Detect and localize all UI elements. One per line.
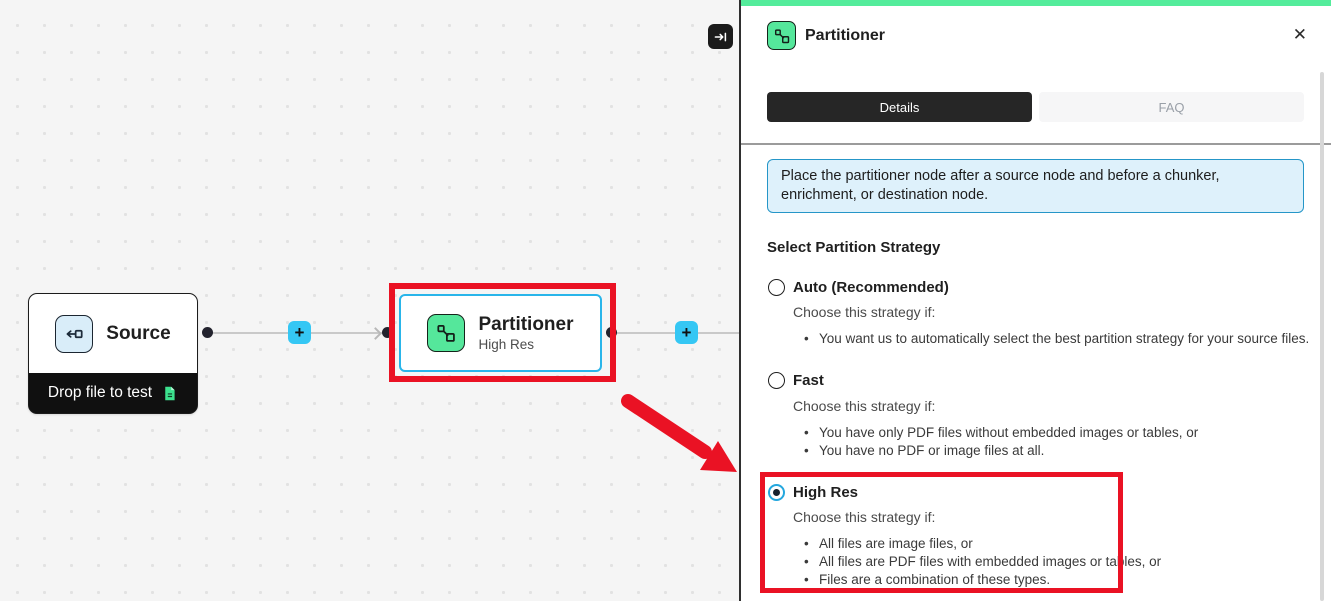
collapse-panel-icon <box>714 32 726 41</box>
partitioner-node[interactable]: Partitioner High Res <box>399 294 602 372</box>
bullet-text: You have only PDF files without embedded… <box>819 425 1199 440</box>
bullet-text: Files are a combination of these types. <box>819 572 1051 587</box>
radio-auto[interactable] <box>768 279 785 296</box>
partitioner-output-handle[interactable] <box>606 327 617 338</box>
bullet-dot: • <box>804 443 809 458</box>
partitioner-icon <box>767 21 796 50</box>
bullet-text: All files are image files, or <box>819 536 973 551</box>
bullet-dot: • <box>804 425 809 440</box>
partitioner-node-title: Partitioner <box>478 314 574 335</box>
option-hint-fast: Choose this strategy if: <box>793 398 936 414</box>
radio-highres[interactable] <box>768 484 785 501</box>
close-icon[interactable]: ✕ <box>1292 25 1307 44</box>
collapse-panel-button[interactable] <box>708 24 733 49</box>
bullet-item: • You have no PDF or image files at all. <box>804 442 1198 460</box>
bullet-dot: • <box>804 536 809 551</box>
edge-arrowhead-icon <box>369 326 382 340</box>
bullet-item: • You want us to automatically select th… <box>804 330 1309 348</box>
option-bullets-highres: • All files are image files, or • All fi… <box>804 535 1161 589</box>
bullet-text: You want us to automatically select the … <box>819 331 1310 346</box>
partitioner-details-panel: Partitioner ✕ Details FAQ Place the part… <box>739 0 1331 601</box>
option-hint-highres: Choose this strategy if: <box>793 509 936 525</box>
option-label-fast[interactable]: Fast <box>793 372 824 389</box>
bullet-text: You have no PDF or image files at all. <box>819 443 1045 458</box>
source-node-title: Source <box>106 322 171 344</box>
option-bullets-auto: • You want us to automatically select th… <box>804 330 1309 348</box>
radio-fast[interactable] <box>768 372 785 389</box>
tab-details[interactable]: Details <box>767 92 1032 122</box>
add-node-button-2[interactable]: + <box>675 321 698 344</box>
document-icon <box>165 386 175 400</box>
drop-file-label: Drop file to test <box>47 384 153 401</box>
bullet-item: • Files are a combination of these types… <box>804 571 1161 589</box>
panel-accent-bar <box>741 0 1331 6</box>
source-input-icon <box>55 314 94 353</box>
bullet-item: • You have only PDF files without embedd… <box>804 424 1198 442</box>
source-node-body[interactable]: Source <box>29 294 197 373</box>
option-hint-auto: Choose this strategy if: <box>793 304 936 320</box>
bullet-dot: • <box>804 331 809 346</box>
option-label-auto[interactable]: Auto (Recommended) <box>793 279 949 296</box>
bullet-dot: • <box>804 572 809 587</box>
partitioner-node-subtitle: High Res <box>478 337 535 352</box>
source-node[interactable]: Source Drop file to test <box>28 293 198 414</box>
bullet-dot: • <box>804 554 809 569</box>
bullet-item: • All files are PDF files with embedded … <box>804 553 1161 571</box>
partitioner-icon <box>427 314 466 352</box>
panel-scrollbar[interactable] <box>1320 72 1324 601</box>
tab-faq[interactable]: FAQ <box>1039 92 1304 122</box>
bullet-text: All files are PDF files with embedded im… <box>819 554 1162 569</box>
workflow-canvas[interactable]: + + Source Drop file to test <box>0 0 739 601</box>
option-bullets-fast: • You have only PDF files without embedd… <box>804 424 1198 460</box>
strategy-heading: Select Partition Strategy <box>767 239 941 256</box>
panel-title: Partitioner <box>805 27 886 44</box>
panel-tabs: Details FAQ <box>767 92 1304 122</box>
bullet-item: • All files are image files, or <box>804 535 1161 553</box>
source-output-handle[interactable] <box>202 327 213 338</box>
partitioner-input-handle[interactable] <box>382 327 393 338</box>
panel-divider <box>741 143 1331 145</box>
placement-info-box: Place the partitioner node after a sourc… <box>767 159 1304 213</box>
add-node-button-1[interactable]: + <box>288 321 311 344</box>
drop-file-badge[interactable]: Drop file to test <box>29 373 197 413</box>
option-label-highres[interactable]: High Res <box>793 484 859 501</box>
